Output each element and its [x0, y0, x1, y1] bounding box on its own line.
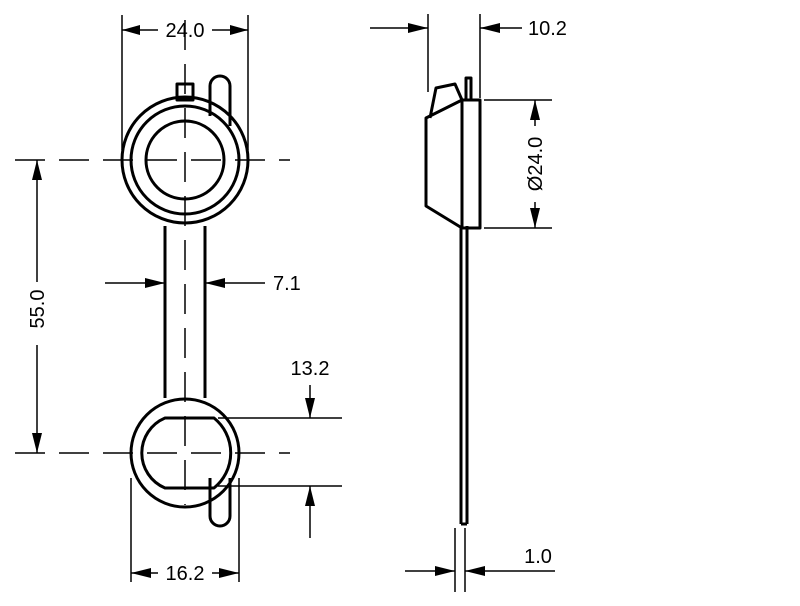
dim-pin-width-label: 1.0 — [524, 546, 552, 568]
top-inner-ring — [144, 119, 226, 201]
dim-center-distance-label: 55.0 — [27, 290, 49, 329]
stem-body — [163, 226, 207, 398]
side-tab — [428, 82, 464, 119]
dim-top-width-label: 24.0 — [166, 20, 205, 42]
front-view — [15, 20, 290, 528]
dim-bottom-width: 16.2 — [130, 478, 240, 585]
dim-pin-width: 1.0 — [405, 528, 555, 592]
dim-stem-width: 7.1 — [105, 273, 301, 295]
bottom-wire-lead — [208, 478, 232, 528]
bottom-inner-cutout — [140, 416, 233, 490]
dim-bottom-height-label: 13.2 — [291, 358, 330, 380]
top-outer-ring — [120, 95, 250, 225]
top-middle-ring — [129, 104, 241, 216]
dim-side-thickness: 10.2 — [370, 14, 567, 98]
dim-bottom-width-label: 16.2 — [166, 563, 205, 585]
side-view — [424, 76, 482, 526]
top-wire-lead — [208, 74, 232, 126]
side-body — [424, 98, 482, 230]
dim-top-width: 24.0 — [121, 15, 249, 150]
bottom-outer-ring — [129, 397, 241, 509]
dim-stem-width-label: 7.1 — [273, 273, 301, 295]
top-tab — [175, 82, 195, 102]
dim-side-diameter-label: Ø24.0 — [525, 137, 547, 191]
side-top-pin — [464, 76, 473, 102]
dim-center-distance: 55.0 — [27, 160, 49, 453]
dim-bottom-height: 13.2 — [218, 358, 342, 538]
dim-side-diameter: Ø24.0 — [484, 99, 552, 229]
dim-side-thickness-label: 10.2 — [528, 18, 567, 40]
